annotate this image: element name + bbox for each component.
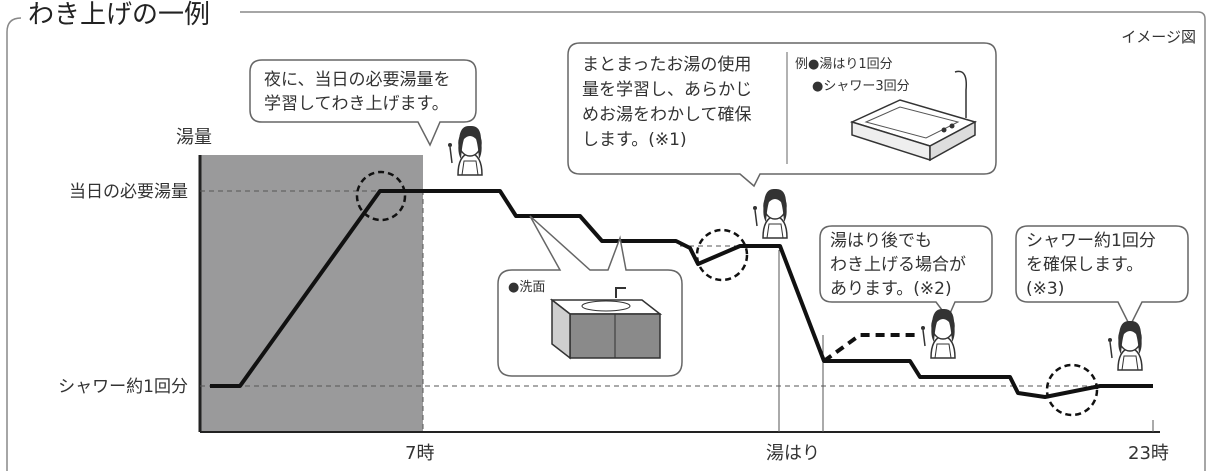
woman-illustration (920, 308, 956, 359)
sink-label: ●洗面 (508, 280, 545, 295)
bubble-night-line-1: 夜に、当日の必要湯量を (264, 70, 451, 90)
y-axis-title: 湯量 (176, 127, 212, 148)
bubble-learn-line-1: まとまったお湯の使用 (582, 54, 751, 75)
bubble-night-line-2: 学習してわき上げます。 (264, 94, 449, 114)
x-tick-7: 7時 (405, 443, 434, 464)
frame-border (6, 11, 1206, 471)
speech-bubble-after-bath (819, 225, 993, 320)
bubble-learn-line-2: 量を学習し、あらかじ (582, 80, 752, 100)
bubble-after-bath-line-2: わき上げる場合が (830, 255, 966, 275)
woman-illustration (752, 188, 788, 239)
sink-illustration (549, 287, 663, 360)
example-line-2: ●シャワー3回分 (812, 79, 910, 94)
x-tick-23: 23時 (1128, 443, 1169, 464)
speech-bubble-shower (1015, 225, 1189, 328)
y-level-required: 当日の必要湯量 (69, 182, 188, 202)
frame-title: わき上げの一例 (28, 0, 210, 30)
woman-illustration (447, 125, 483, 176)
bubble-shower-line-3: (※3) (1026, 279, 1064, 299)
x-tick-bath: 湯はり (766, 443, 820, 464)
woman-illustration (1107, 320, 1143, 371)
speech-bubble-night (249, 59, 477, 147)
bubble-learn-line-4: します。(※1) (582, 130, 687, 150)
y-level-shower: シャワー約1回分 (58, 377, 188, 397)
image-note: イメージ図 (1121, 28, 1196, 46)
highlight-circle (1045, 363, 1099, 417)
example-line-1: 例●湯はり1回分 (795, 57, 893, 72)
highlight-circle (355, 170, 407, 222)
bubble-shower-line-2: を確保します。 (1026, 255, 1143, 275)
bubble-learn-line-3: めお湯をわかして確保 (582, 105, 752, 125)
bathtub-illustration (849, 70, 977, 162)
extra-heat-dashed (822, 333, 915, 363)
water-level-line (210, 189, 1153, 399)
highlight-circle (695, 228, 749, 282)
speech-bubble-learn (567, 42, 997, 188)
night-band (200, 155, 423, 431)
bubble-shower-line-1: シャワー約1回分 (1026, 231, 1156, 251)
bubble-after-bath-line-1: 湯はり後でも (830, 231, 932, 251)
bubble-after-bath-line-3: あります。(※2) (830, 279, 952, 299)
